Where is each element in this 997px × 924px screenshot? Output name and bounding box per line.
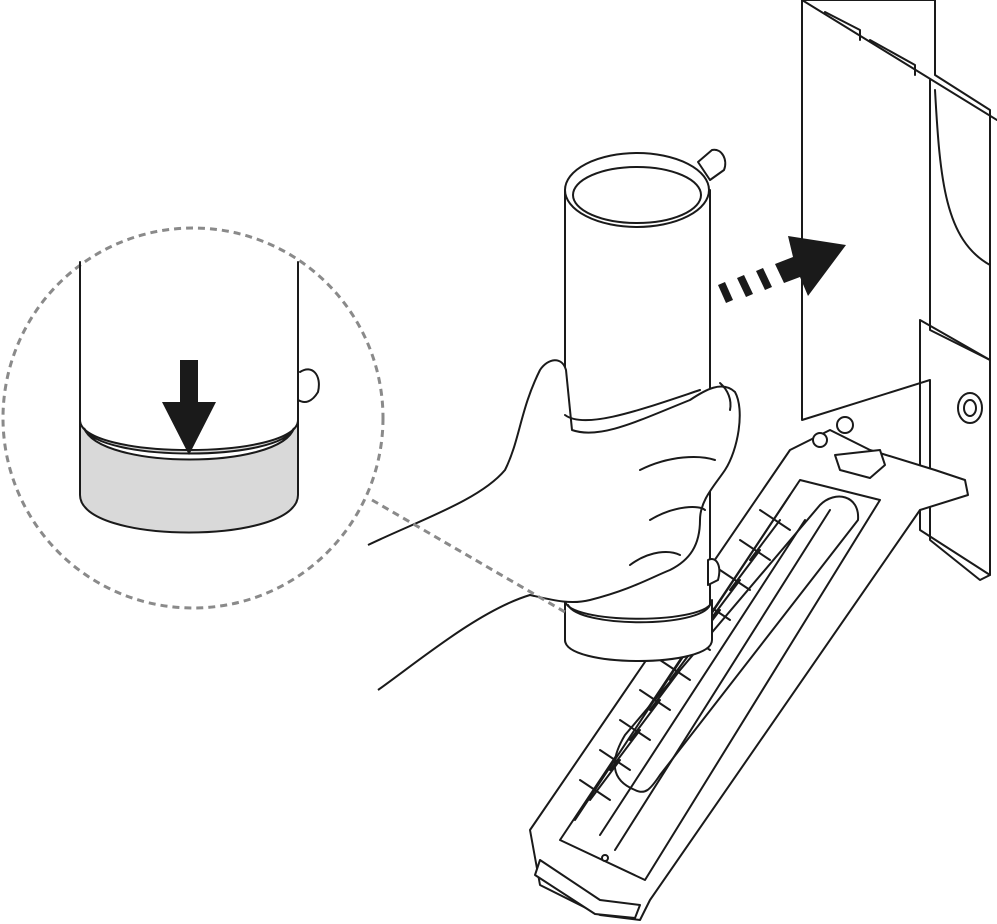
detail-callout	[1, 226, 385, 610]
push-down-arrow-icon	[162, 360, 216, 455]
callout-connector	[371, 498, 566, 614]
insert-direction-arrow	[718, 236, 846, 303]
cartridge-holder	[529, 416, 969, 921]
wall-bracket-panel	[801, 0, 997, 581]
hand	[367, 359, 741, 691]
